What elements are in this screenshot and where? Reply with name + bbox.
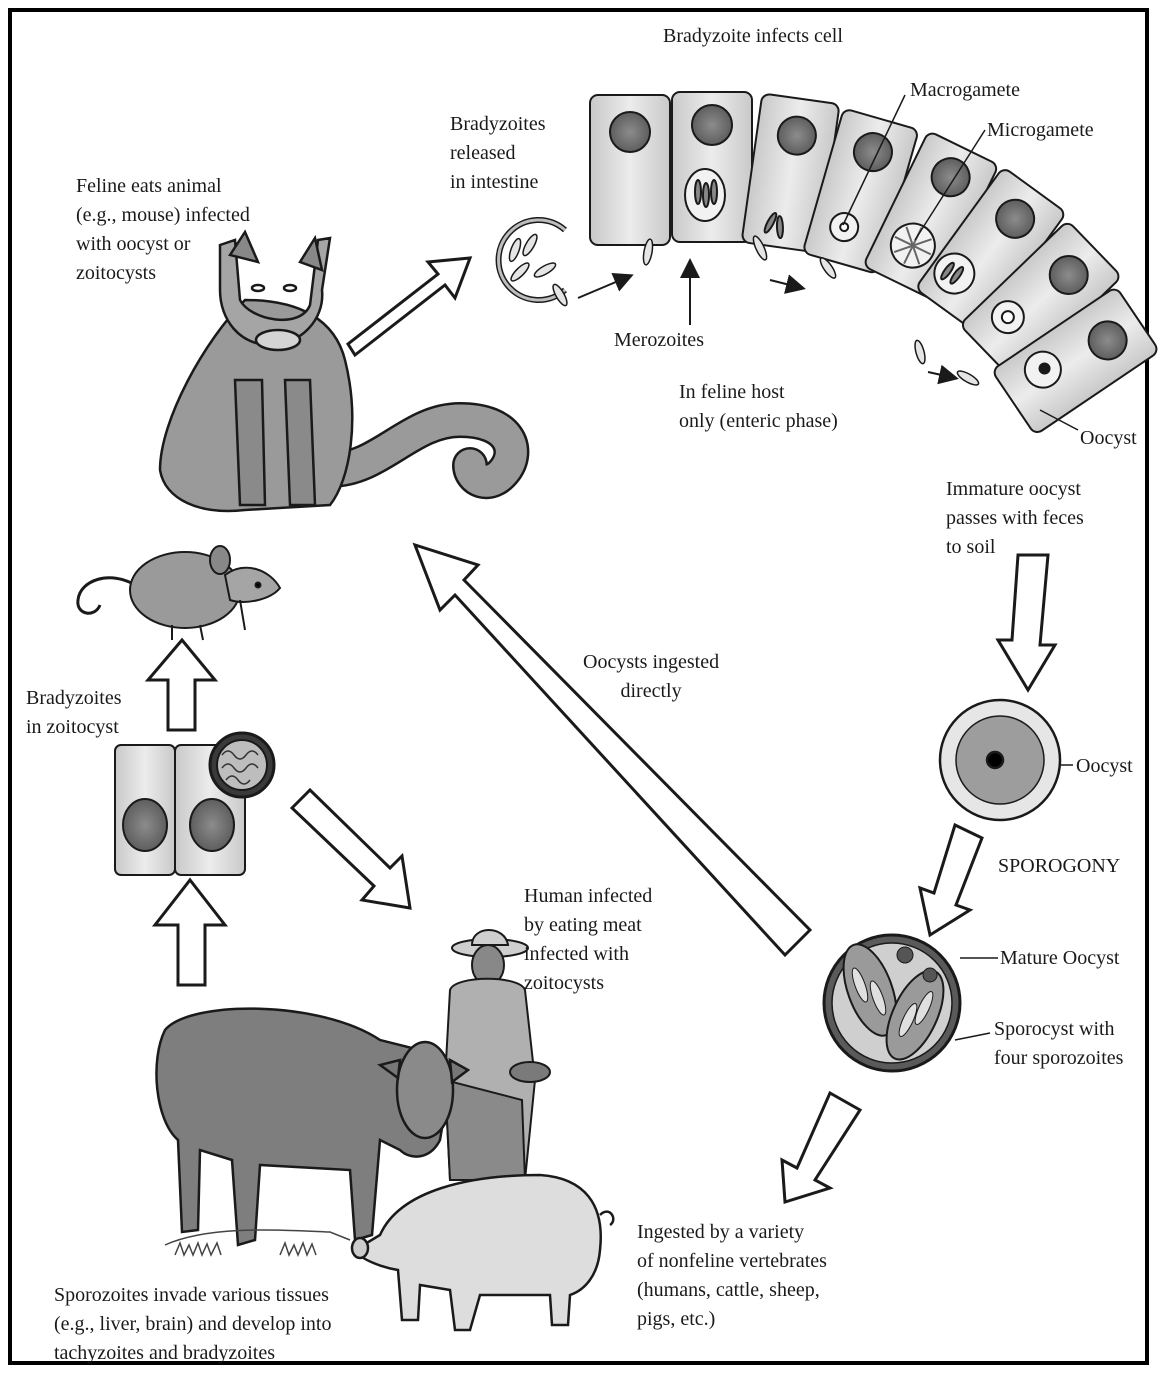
- label-ingested-by-variety: Ingested by a variety of nonfeline verte…: [637, 1218, 827, 1334]
- label-microgamete: Microgamete: [987, 116, 1094, 145]
- label-sporogony: SPOROGONY: [998, 852, 1120, 881]
- label-oocyst-top: Oocyst: [1080, 424, 1137, 453]
- label-feline-eats: Feline eats animal (e.g., mouse) infecte…: [76, 172, 250, 288]
- arrow-animals-to-zoitocyst: [155, 880, 225, 985]
- label-oocysts-ingested-directly: Oocysts ingested directly: [583, 648, 719, 706]
- arrow-zoitocyst-to-human: [292, 790, 410, 908]
- oocyst-soil: [940, 700, 1060, 820]
- label-macrogamete: Macrogamete: [910, 76, 1020, 105]
- label-immature-oocyst: Immature oocyst passes with feces to soi…: [946, 475, 1084, 562]
- label-human-infected: Human infected by eating meat infected w…: [524, 882, 652, 998]
- label-sporozoites-invade: Sporozoites invade various tissues (e.g.…: [54, 1281, 331, 1368]
- label-sporocyst: Sporocyst with four sporozoites: [994, 1015, 1123, 1073]
- zoitocyst-cells: [115, 733, 274, 875]
- label-bradyzoites-in-zoitocyst: Bradyzoites in zoitocyst: [26, 684, 122, 742]
- pig-illustration: [352, 1175, 613, 1330]
- label-bradyzoite-infects-cell: Bradyzoite infects cell: [663, 22, 843, 51]
- arrow-cat-to-intestine: [348, 258, 470, 355]
- label-merozoites: Merozoites: [614, 326, 704, 355]
- arrow-to-soil: [998, 555, 1055, 690]
- label-feline-host-only: In feline host only (enteric phase): [679, 378, 838, 436]
- label-mature-oocyst: Mature Oocyst: [1000, 944, 1119, 973]
- epithelial-cell: [590, 95, 670, 245]
- bradyzoites-released-icon: [499, 220, 570, 307]
- arrow-sporogony: [920, 825, 982, 935]
- epithelial-cell: [672, 92, 752, 242]
- arrow-zoitocyst-to-mouse: [148, 640, 215, 730]
- grass: [165, 1230, 350, 1255]
- mouse-illustration: [78, 546, 280, 640]
- label-oocyst-mid: Oocyst: [1076, 752, 1133, 781]
- label-bradyzoites-released: Bradyzoites released in intestine: [450, 110, 546, 197]
- arrow-to-ingested: [782, 1093, 860, 1202]
- mature-oocyst: [824, 935, 960, 1071]
